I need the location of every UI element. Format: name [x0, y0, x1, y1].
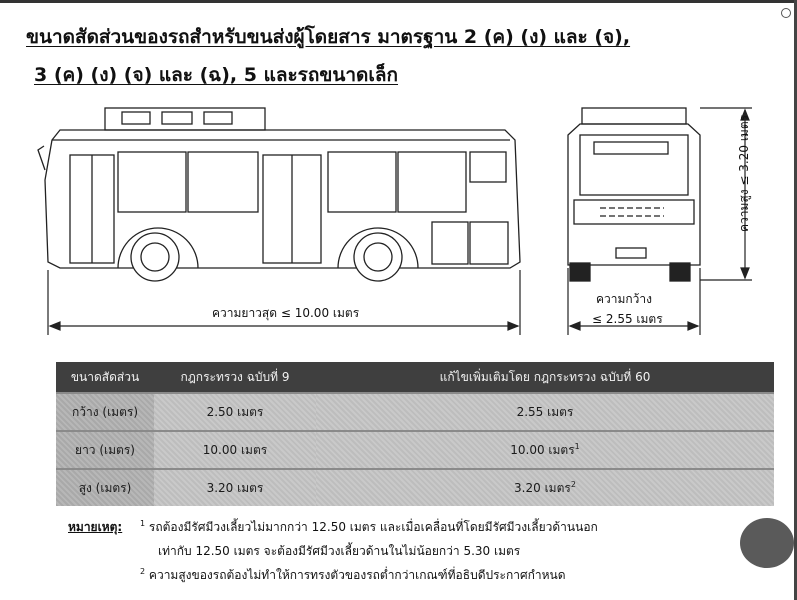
scan-artifact [781, 8, 791, 18]
width-label-line2: ≤ 2.55 เมตร [592, 312, 663, 326]
row-new-value: 3.20 เมตร2 [316, 468, 774, 506]
dimension-spec-table: ขนาดสัดส่วน กฎกระทรวง ฉบับที่ 9 แก้ไขเพิ… [56, 362, 774, 506]
row-label: สูง (เมตร) [56, 468, 154, 506]
height-dimension-line [700, 107, 752, 281]
length-label: ความยาวสุด ≤ 10.00 เมตร [212, 306, 360, 320]
height-label: ความสูง ≤ 3.20 เมตร [737, 114, 751, 232]
note-1: 1 รถต้องมีรัศมีวงเลี้ยวไม่มากกว่า 12.50 … [140, 518, 598, 537]
document-title-line2: 3 (ค) (ง) (จ) และ (ฉ), 5 และรถขนาดเล็ก [34, 64, 399, 86]
row-old-value: 3.20 เมตร [154, 468, 316, 506]
note-2-mark: 2 [140, 567, 146, 576]
bus-side-view [37, 107, 521, 282]
row-old-value: 10.00 เมตร [154, 430, 316, 469]
new-value-text: 2.55 เมตร [516, 404, 574, 419]
notes-heading: หมายเหตุ: [68, 520, 123, 534]
note-2-line1: ความสูงของรถต้องไม่ทำให้การทรงตัวของรถต่… [148, 568, 566, 582]
table-row-length: ยาว (เมตร) 10.00 เมตร 10.00 เมตร1 [56, 430, 774, 469]
document-title-line1: ขนาดสัดส่วนของรถสำหรับขนส่งผู้โดยสาร มาต… [26, 26, 631, 48]
footnote-mark: 2 [570, 479, 576, 489]
width-dimension-line [567, 268, 701, 335]
table-header-regulation-60: แก้ไขเพิ่มเติมโดย กฎกระทรวง ฉบับที่ 60 [316, 362, 774, 393]
length-dimension-line [47, 270, 521, 335]
row-label: ยาว (เมตร) [56, 430, 154, 469]
bus-rear-view [567, 107, 701, 282]
row-label: กว้าง (เมตร) [56, 392, 154, 431]
row-old-value: 2.50 เมตร [154, 392, 316, 431]
row-new-value: 10.00 เมตร1 [316, 430, 774, 469]
footnote-mark: 1 [574, 441, 580, 451]
note-1-line2: เท่ากับ 12.50 เมตร จะต้องมีรัศมีวงเลี้ยว… [158, 544, 521, 558]
note-1-line1: รถต้องมีรัศมีวงเลี้ยวไม่มากกว่า 12.50 เม… [148, 520, 598, 534]
scan-edge-right [794, 0, 797, 600]
table-header-row: ขนาดสัดส่วน กฎกระทรวง ฉบับที่ 9 แก้ไขเพิ… [56, 362, 774, 393]
table-row-height: สูง (เมตร) 3.20 เมตร 3.20 เมตร2 [56, 468, 774, 506]
table-header-regulation-9: กฎกระทรวง ฉบับที่ 9 [154, 362, 316, 393]
row-new-value: 2.55 เมตร [316, 392, 774, 431]
table-row-width: กว้าง (เมตร) 2.50 เมตร 2.55 เมตร [56, 392, 774, 431]
new-value-text: 10.00 เมตร [510, 442, 575, 457]
new-value-text: 3.20 เมตร [514, 480, 571, 495]
table-header-proportion: ขนาดสัดส่วน [56, 362, 154, 393]
width-label-line1: ความกว้าง [596, 292, 653, 306]
scan-hole-artifact [740, 518, 794, 568]
note-2: 2 ความสูงของรถต้องไม่ทำให้การทรงตัวของรถ… [140, 566, 566, 585]
scan-edge-top [0, 0, 797, 3]
note-1-mark: 1 [140, 519, 146, 528]
